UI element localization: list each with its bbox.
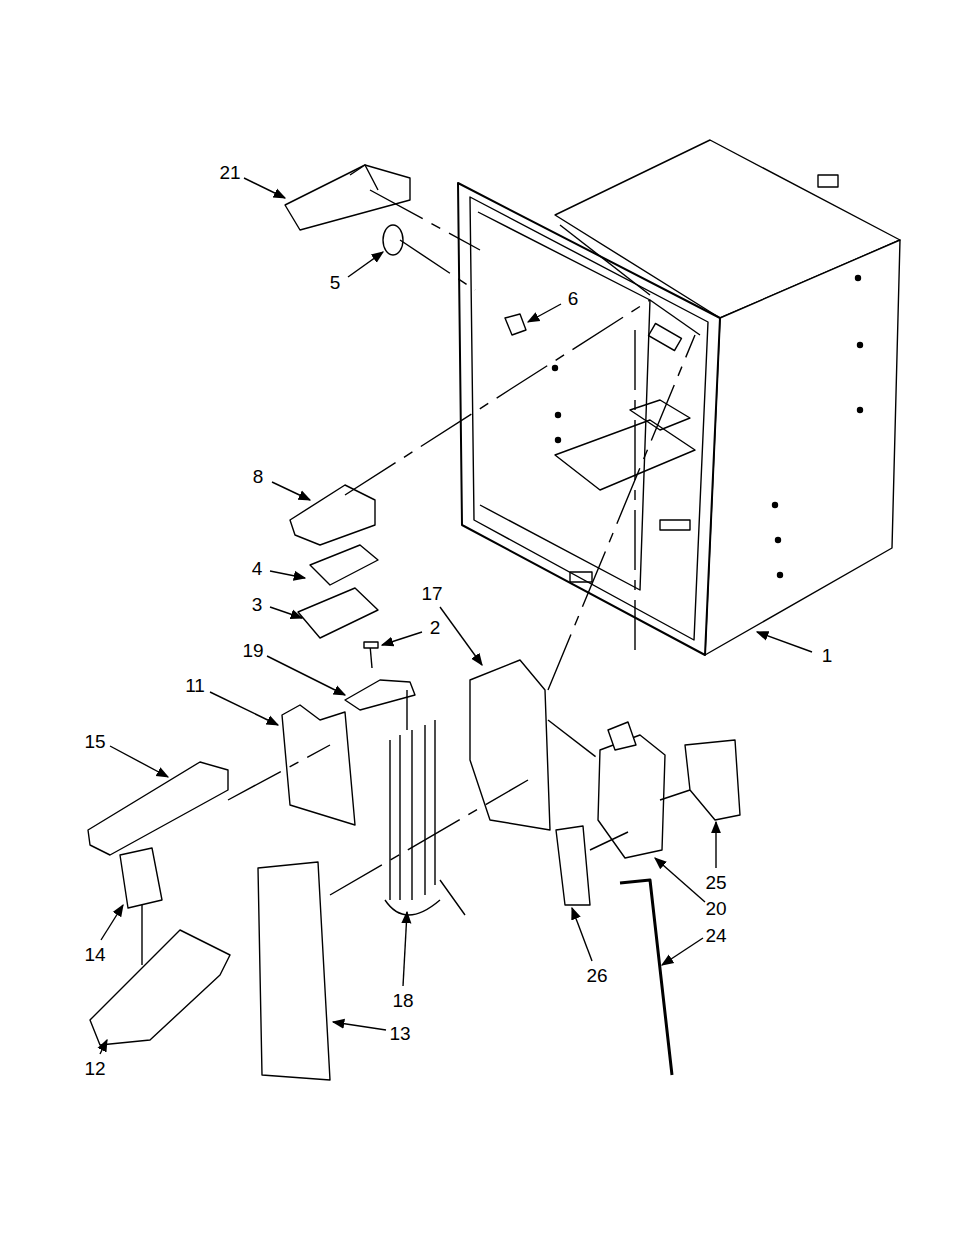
callout-number: 4 (252, 559, 263, 578)
callout-number: 25 (705, 873, 726, 892)
callout-number: 12 (84, 1059, 105, 1078)
callout-number: 26 (586, 966, 607, 985)
callout-number: 24 (705, 926, 726, 945)
callout-number: 19 (242, 641, 263, 660)
callout-number: 13 (389, 1024, 410, 1043)
callout-number: 3 (252, 595, 263, 614)
callout-number: 1 (822, 646, 833, 665)
callout-number: 14 (84, 945, 105, 964)
callout-number: 2 (430, 618, 441, 637)
callout-number: 20 (705, 899, 726, 918)
assembly-lines (142, 190, 695, 965)
callout-number: 17 (421, 584, 442, 603)
callout-number: 11 (185, 676, 205, 695)
leader-arrows (100, 178, 812, 1054)
cabinet (458, 140, 900, 655)
callout-number: 5 (330, 273, 341, 292)
callout-number: 15 (84, 732, 105, 751)
callout-number: 18 (392, 991, 413, 1010)
callout-number: 6 (568, 289, 579, 308)
callout-number: 8 (253, 467, 264, 486)
callout-number: 21 (219, 163, 240, 182)
parts (88, 165, 740, 1080)
